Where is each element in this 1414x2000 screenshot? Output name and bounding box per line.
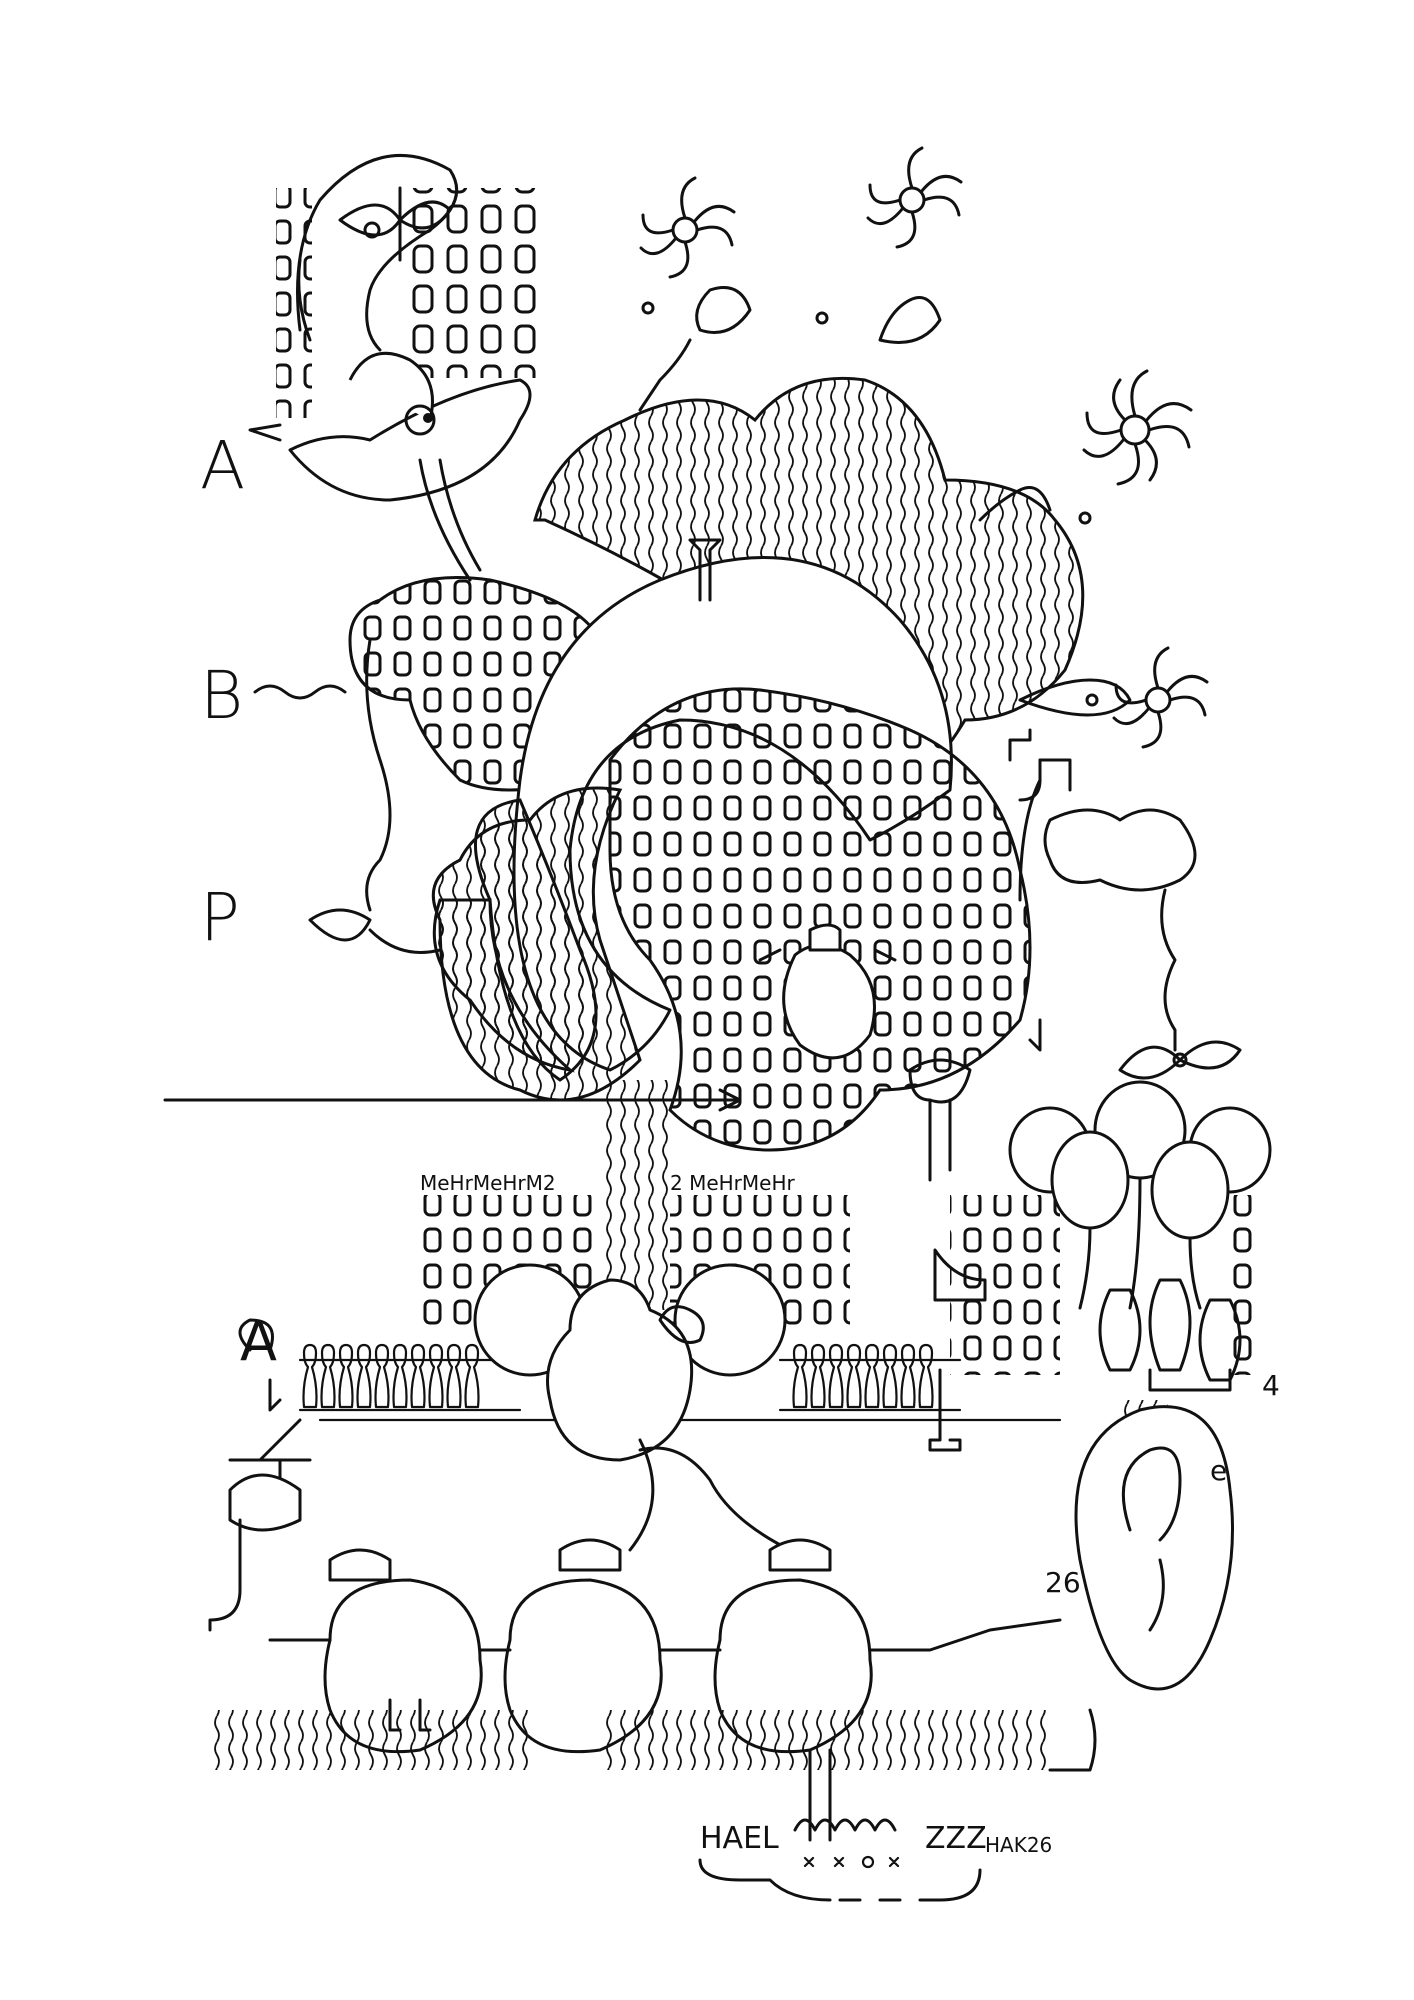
signature-crosses — [803, 1856, 900, 1868]
cup-and-arrows — [208, 1318, 312, 1632]
skittle — [356, 1343, 372, 1409]
balloons — [1008, 1080, 1272, 1310]
skittle-rails — [298, 1358, 1062, 1422]
letter-b: B — [200, 657, 243, 734]
bent-shapes — [1098, 1278, 1242, 1392]
flower-3 — [1082, 369, 1193, 486]
head-connector-line — [268, 1618, 1062, 1652]
flower-4 — [1112, 646, 1209, 749]
letter-e: e — [1210, 1454, 1227, 1487]
skittle — [900, 1343, 916, 1409]
head-middle — [503, 1538, 663, 1754]
skittle — [446, 1343, 462, 1409]
letter-p: P — [200, 879, 240, 956]
skittle — [792, 1343, 808, 1409]
mouse-figure — [473, 1263, 792, 1552]
skittle — [828, 1343, 844, 1409]
ground-hook — [1048, 1708, 1097, 1772]
skittle — [410, 1343, 426, 1409]
wavy-column — [598, 1080, 668, 1310]
skittle — [846, 1343, 862, 1409]
wavy-cloud-left — [308, 786, 642, 1102]
top-cell-column-left — [276, 188, 312, 418]
signature-loops — [793, 1818, 897, 1832]
cell-blob-center — [608, 687, 1062, 1152]
skittle — [302, 1343, 318, 1409]
bird-figure — [248, 154, 532, 582]
skittle — [392, 1343, 408, 1409]
signature-o — [861, 1855, 875, 1869]
skittle — [810, 1343, 826, 1409]
letter-a: A — [200, 427, 245, 504]
head-right — [713, 1538, 873, 1842]
signature-zzz: ZZZ — [925, 1821, 987, 1856]
skittle-row — [298, 1343, 1062, 1422]
ground-waves-right — [600, 1710, 1050, 1770]
cell-grid-right — [950, 1195, 1060, 1375]
ground-waves-left — [210, 1710, 530, 1770]
meh-text-left: MeHrMeHrM2 — [420, 1171, 556, 1195]
signature-underline — [698, 1858, 982, 1902]
right-blob — [1008, 728, 1242, 1080]
number-4: 4 — [1262, 1369, 1280, 1402]
skittle — [374, 1343, 390, 1409]
skittle — [320, 1343, 336, 1409]
ear-figure — [1074, 1405, 1234, 1691]
number-26: 26 — [1045, 1566, 1081, 1599]
flower-2 — [866, 146, 963, 249]
signature-hak: HAK26 — [985, 1833, 1052, 1857]
skittle — [918, 1343, 934, 1409]
cell-grid-edge — [1230, 1195, 1260, 1375]
meh-text-right: 2 MeHrMeHr — [670, 1171, 796, 1195]
top-cell-grid — [398, 186, 540, 378]
signature-hael: HAEL — [700, 1821, 779, 1856]
skittle — [428, 1343, 444, 1409]
skittle — [864, 1343, 880, 1409]
skittle — [338, 1343, 354, 1409]
flower-1 — [639, 176, 736, 279]
faucet-figure — [908, 1058, 987, 1452]
skittle — [882, 1343, 898, 1409]
skittle — [464, 1343, 480, 1409]
dots — [641, 301, 1099, 707]
b-tilde-stroke — [253, 684, 347, 700]
